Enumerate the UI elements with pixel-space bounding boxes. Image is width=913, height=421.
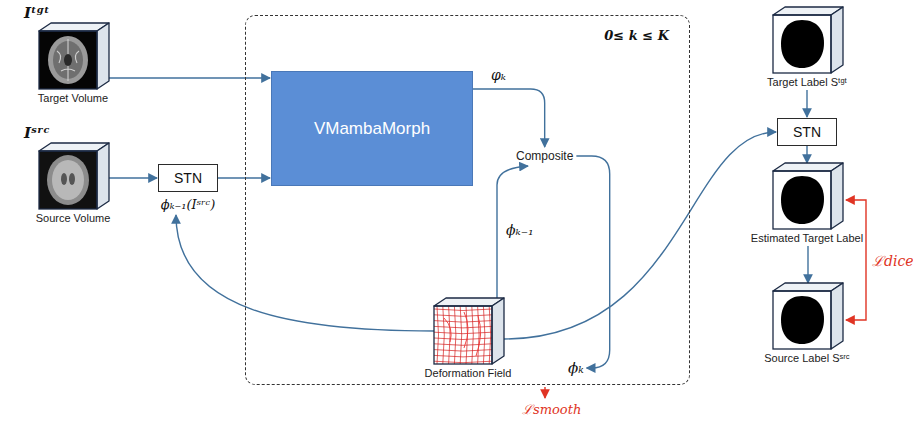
volume-cube <box>772 282 844 350</box>
flow-connector <box>218 177 270 178</box>
stn-text: STN <box>174 170 202 186</box>
volume-cube <box>772 162 844 230</box>
stn-border: STN <box>158 164 218 192</box>
volume-caption: Source Label Sˢʳᶜ <box>764 352 850 364</box>
stn-box: STN <box>777 118 837 146</box>
stn-border: STN <box>777 118 837 146</box>
flow-connector <box>576 156 609 368</box>
stn-text: STN <box>793 124 821 140</box>
deformation-field: Deformation Fieldϕₖ <box>413 297 523 379</box>
estimated-label: Estimated Target Label <box>742 162 872 244</box>
source-label: Source Label Sˢʳᶜ <box>742 282 872 364</box>
volume-cube <box>38 142 110 210</box>
target-label: Target Label Sᵗᵍᵗ <box>742 6 872 88</box>
flow-connector <box>504 132 776 339</box>
stn-box: STNϕₖ₋₁(Iˢʳᶜ) <box>158 164 218 192</box>
model-name: VMambaMorph <box>314 119 430 139</box>
edge-label: ℒdice <box>870 251 913 270</box>
warp-symbol: ϕₖ₋₁(Iˢʳᶜ) <box>161 197 215 212</box>
target-volume: IᵗᵍᵗTarget Volume <box>22 4 122 104</box>
volume-cube <box>772 6 844 74</box>
volume-cube <box>38 22 110 90</box>
source-volume: IˢʳᶜSource Volume <box>22 124 122 224</box>
composite-node: Composite <box>516 149 573 163</box>
composite-text: Composite <box>516 149 573 163</box>
loss-label: ℒsmooth <box>522 400 581 418</box>
volume-caption: Source Volume <box>36 212 111 224</box>
flow-connector <box>807 246 808 283</box>
flow-connector <box>109 177 157 178</box>
volume-cube <box>433 297 505 365</box>
volume-caption: Target Label Sᵗᵍᵗ <box>767 76 847 88</box>
loss-connector <box>846 200 866 320</box>
flow-connector <box>806 90 807 117</box>
field-symbol: ϕₖ <box>568 359 584 377</box>
loop-range: 0≤ k ≤ K <box>604 28 669 43</box>
flow-connector <box>806 146 807 163</box>
volume-caption: Estimated Target Label <box>751 232 863 244</box>
flow-connector <box>176 215 434 331</box>
model-block: VMambaMorph <box>271 71 473 186</box>
edge-label: ϕₖ₋₁ <box>504 222 536 238</box>
volume-caption: Target Volume <box>38 92 108 104</box>
flow-connector <box>473 89 545 147</box>
loss-arrow <box>544 387 545 398</box>
edge-label: φₖ <box>489 67 508 83</box>
iteration-frame: 0≤ k ≤ K VMambaMorphCompositeDeformation … <box>245 15 690 385</box>
volume-caption: Deformation Field <box>425 367 512 379</box>
volume-symbol: Iᵗᵍᵗ <box>24 4 50 22</box>
volume-symbol: Iˢʳᶜ <box>24 124 50 142</box>
